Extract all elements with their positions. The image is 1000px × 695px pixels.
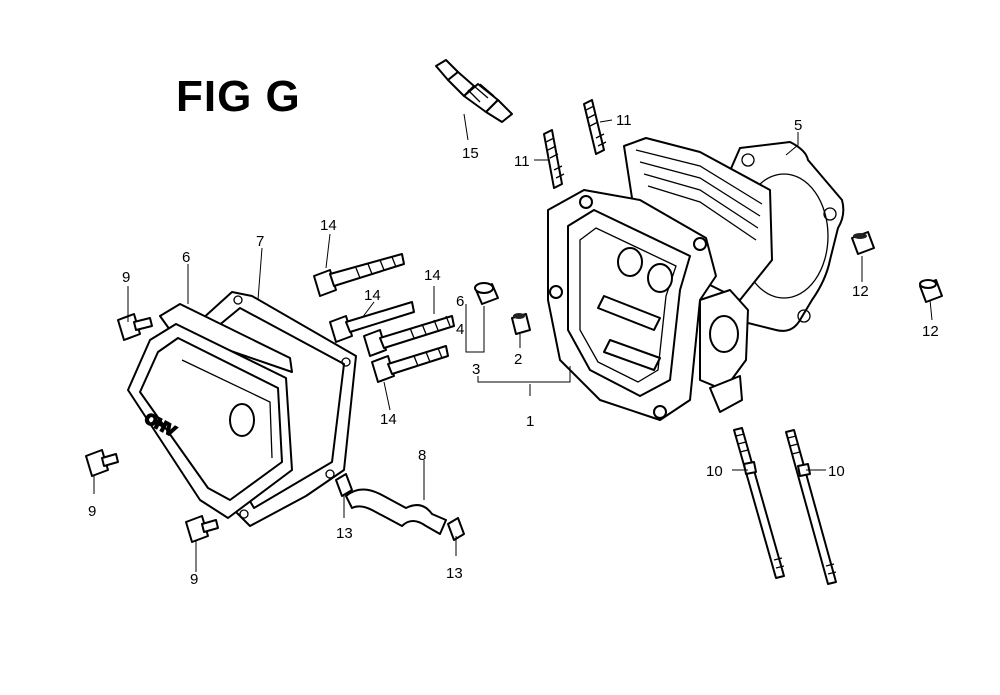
- stud-lower: [543, 129, 565, 189]
- callout-3: 3: [472, 361, 480, 378]
- cover-bolt-9-bottom: [185, 515, 219, 543]
- callout-14-bottom: 14: [380, 411, 397, 428]
- callout-5: 5: [794, 117, 802, 134]
- callout-4: 4: [456, 321, 464, 338]
- spark-plug: [435, 59, 513, 123]
- valve-cover: OHV: [127, 323, 293, 519]
- dowel-pin-2: [511, 313, 531, 335]
- callout-14-right: 14: [424, 267, 441, 284]
- callout-6-pin: 6: [456, 293, 464, 310]
- stud-upper: [583, 99, 607, 155]
- callout-10-left: 10: [706, 463, 723, 480]
- callout-1: 1: [526, 413, 534, 430]
- callout-15: 15: [462, 145, 479, 162]
- callout-11-lower: 11: [514, 153, 530, 170]
- callout-9-left: 9: [88, 503, 96, 520]
- head-bolt-left: [733, 427, 785, 579]
- callout-9-top: 9: [122, 269, 130, 286]
- callout-12-upper: 12: [852, 283, 869, 300]
- callout-10-right: 10: [828, 463, 845, 480]
- cover-bolt-middle: [363, 315, 455, 357]
- callout-14-top: 14: [320, 217, 337, 234]
- callout-7: 7: [256, 233, 264, 250]
- breather-tube: [345, 488, 447, 535]
- cover-bolt-9-left: [85, 449, 119, 477]
- cover-bolt-9-top: [117, 313, 153, 341]
- callout-12-lower: 12: [922, 323, 939, 340]
- callout-14-upper: 14: [364, 287, 381, 304]
- leader-lines: [93, 113, 933, 572]
- callout-2: 2: [514, 351, 522, 368]
- callout-13-left: 13: [336, 525, 353, 542]
- callout-9-bottom: 9: [190, 571, 198, 588]
- callout-13-right: 13: [446, 565, 463, 582]
- hose-clamp-left: [335, 473, 353, 497]
- callout-6-cover: 6: [182, 249, 190, 266]
- callout-11-upper: 11: [616, 112, 632, 129]
- figure-title: FIG G: [176, 72, 301, 121]
- callout-labels: 15 11 11 5 12 12 9 6 7 14 14 14 14 6 4 3…: [88, 112, 939, 588]
- cover-bolt-upper: [329, 301, 415, 343]
- cover-bolt-top: [313, 253, 405, 297]
- dowel-pin-12-lower: [919, 279, 943, 303]
- callout-8: 8: [418, 447, 426, 464]
- dowel-pin-12-upper: [851, 231, 875, 255]
- hose-clamp-right: [447, 517, 465, 541]
- head-bolt-right: [785, 429, 837, 585]
- dowel-pin-4: [474, 282, 499, 305]
- cylinder-head: [547, 137, 773, 421]
- cover-bolt-lower: [371, 345, 449, 383]
